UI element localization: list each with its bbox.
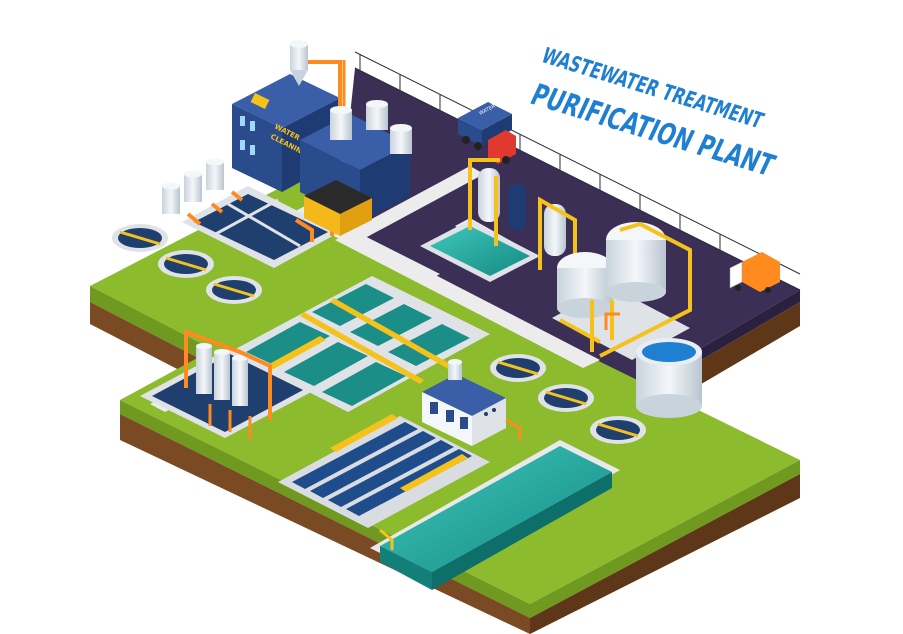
tanker-truck-icon: WATER [458,102,516,164]
silo-icon [196,343,248,406]
filter-bed-lower [278,414,490,528]
factory-building-icon: WATER CLEANING [232,40,412,236]
clarifier-tank-icon [112,224,262,304]
delivery-truck-icon [729,252,780,293]
settling-pool-upper [162,158,340,268]
filter-bed-upper [230,276,490,412]
storage-tank-icon [162,158,224,214]
clarifier-row-right [490,354,646,444]
settling-pool-left [140,329,315,440]
pump-house [422,359,522,446]
storage-tank-right [636,338,702,418]
outlet-pipe [379,528,394,550]
outer-reservoir [370,440,620,590]
